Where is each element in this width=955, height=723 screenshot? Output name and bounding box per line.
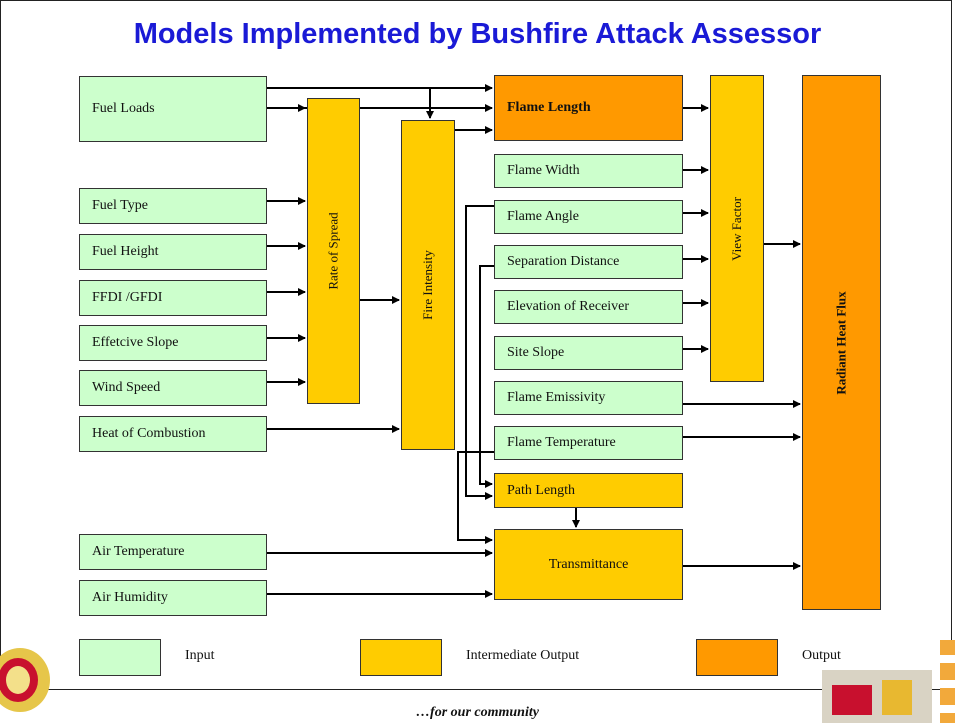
fuel-loads-box: Fuel Loads xyxy=(79,76,267,142)
legend-output-label: Output xyxy=(802,648,841,663)
legend-intermediate-swatch xyxy=(360,639,442,676)
path-length-box: Path Length xyxy=(494,473,683,508)
firefighter-photo-icon xyxy=(822,640,955,723)
legend-input-label: Input xyxy=(185,648,215,663)
radiant-heat-flux-box: Radiant Heat Flux xyxy=(802,75,881,610)
flame-width-box: Flame Width xyxy=(494,154,683,188)
wind-speed-box: Wind Speed xyxy=(79,370,267,406)
fire-intensity-box: Fire Intensity xyxy=(401,120,455,450)
footer-tagline: …for our community xyxy=(416,705,539,720)
rate-of-spread-box: Rate of Spread xyxy=(307,98,360,404)
flame-emissivity-box: Flame Emissivity xyxy=(494,381,683,415)
ffdi-gfdi-box: FFDI /GFDI xyxy=(79,280,267,316)
site-slope-box: Site Slope xyxy=(494,336,683,370)
effective-slope-box: Effetcive Slope xyxy=(79,325,267,361)
legend-input-swatch xyxy=(79,639,161,676)
page-title: Models Implemented by Bushfire Attack As… xyxy=(133,18,822,50)
cfa-emblem-icon xyxy=(0,648,50,712)
fuel-height-box: Fuel Height xyxy=(79,234,267,270)
air-humidity-box: Air Humidity xyxy=(79,580,267,616)
flame-length-box: Flame Length xyxy=(494,75,683,141)
elevation-of-receiver-box: Elevation of Receiver xyxy=(494,290,683,324)
legend-output-swatch xyxy=(696,639,778,676)
flame-temperature-box: Flame Temperature xyxy=(494,426,683,460)
legend-intermediate-label: Intermediate Output xyxy=(466,648,580,663)
view-factor-box: View Factor xyxy=(710,75,764,382)
flame-angle-box: Flame Angle xyxy=(494,200,683,234)
heat-of-combustion-box: Heat of Combustion xyxy=(79,416,267,452)
fuel-type-box: Fuel Type xyxy=(79,188,267,224)
separation-distance-box: Separation Distance xyxy=(494,245,683,279)
transmittance-box: Transmittance xyxy=(494,529,683,600)
air-temperature-box: Air Temperature xyxy=(79,534,267,570)
